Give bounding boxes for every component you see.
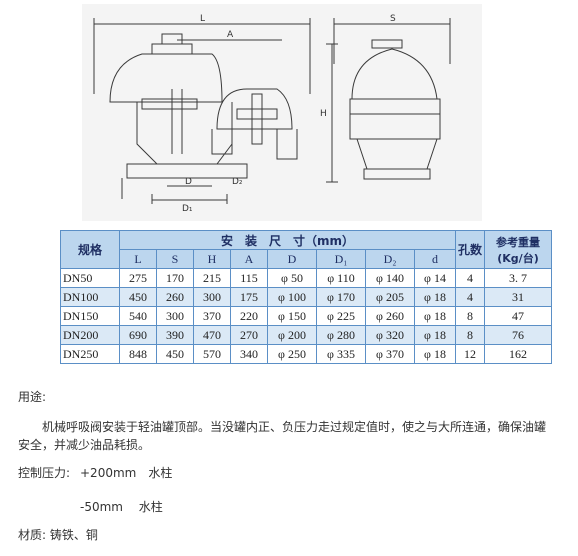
table-row: DN150 540 300 370 220 φ 150 φ 225 φ 260 … — [60, 306, 552, 326]
cell-d: φ 18 — [414, 325, 456, 345]
cell-model: DN100 — [60, 287, 120, 307]
spec-table: 规格 安 装 尺 寸（mm） 孔数 参考重量 (Kg/台) L S H A D … — [60, 230, 552, 364]
cell-S: 450 — [156, 344, 194, 364]
usage-label: 用途: — [18, 390, 47, 404]
cell-model: DN200 — [60, 325, 120, 345]
cell-D1: φ 170 — [316, 287, 366, 307]
label-D1: D₁ — [182, 204, 193, 214]
subheader-d: d — [414, 249, 456, 269]
cell-d: φ 14 — [414, 268, 456, 288]
cell-L: 540 — [119, 306, 157, 326]
cell-D2: φ 370 — [365, 344, 415, 364]
cell-H: 370 — [193, 306, 231, 326]
cell-holes: 8 — [455, 306, 485, 326]
side-dome — [351, 48, 438, 100]
header-model: 规格 — [60, 230, 120, 269]
cell-holes: 8 — [455, 325, 485, 345]
cell-D: φ 200 — [267, 325, 317, 345]
header-holes: 孔数 — [455, 230, 485, 269]
header-weight: 参考重量 (Kg/台) — [484, 230, 552, 269]
cell-D2: φ 140 — [365, 268, 415, 288]
cell-A: 220 — [230, 306, 268, 326]
cell-d: φ 18 — [414, 344, 456, 364]
cell-L: 450 — [119, 287, 157, 307]
cell-D2: φ 205 — [365, 287, 415, 307]
cell-d: φ 18 — [414, 306, 456, 326]
subheader-D1: D₁ — [316, 249, 366, 269]
label-H: H — [320, 109, 327, 119]
cell-D1: φ 110 — [316, 268, 366, 288]
cell-weight: 76 — [484, 325, 552, 345]
subheader-L: L — [119, 249, 157, 269]
cell-D2: φ 320 — [365, 325, 415, 345]
cell-L: 690 — [119, 325, 157, 345]
cell-holes: 4 — [455, 268, 485, 288]
valve-dome — [109, 53, 223, 103]
valve-drawing: L A S H D D₁ D₂ — [82, 4, 482, 221]
material-line: 材质: 铸铁、铜 — [18, 528, 98, 542]
cell-L: 275 — [119, 268, 157, 288]
cell-H: 300 — [193, 287, 231, 307]
cell-S: 260 — [156, 287, 194, 307]
subheader-D: D — [267, 249, 317, 269]
subheader-D2: D₂ — [365, 249, 415, 269]
label-D: D — [185, 177, 192, 187]
table-row: DN50 275 170 215 115 φ 50 φ 110 φ 140 φ … — [60, 268, 552, 288]
cell-D2: φ 260 — [365, 306, 415, 326]
cell-D: φ 100 — [267, 287, 317, 307]
valve-chamber — [216, 88, 293, 130]
cell-D1: φ 335 — [316, 344, 366, 364]
table-row: DN200 690 390 470 270 φ 200 φ 280 φ 320 … — [60, 325, 552, 345]
header-install-dims: 安 装 尺 寸（mm） — [119, 230, 456, 250]
cell-D: φ 250 — [267, 344, 317, 364]
cell-A: 270 — [230, 325, 268, 345]
cell-H: 570 — [193, 344, 231, 364]
table-row: DN100 450 260 300 175 φ 100 φ 170 φ 205 … — [60, 287, 552, 307]
bottom-flange — [126, 163, 248, 179]
cell-D1: φ 225 — [316, 306, 366, 326]
cell-weight: 47 — [484, 306, 552, 326]
cell-weight: 162 — [484, 344, 552, 364]
cell-D1: φ 280 — [316, 325, 366, 345]
cell-holes: 4 — [455, 287, 485, 307]
table-row: DN250 848 450 570 340 φ 250 φ 335 φ 370 … — [60, 344, 552, 364]
cell-A: 115 — [230, 268, 268, 288]
label-S: S — [390, 14, 396, 24]
cell-L: 848 — [119, 344, 157, 364]
label-D2: D₂ — [232, 177, 243, 187]
label-L: L — [200, 14, 205, 24]
cell-S: 170 — [156, 268, 194, 288]
side-body — [349, 98, 441, 140]
cell-H: 215 — [193, 268, 231, 288]
cell-model: DN250 — [60, 344, 120, 364]
subheader-S: S — [156, 249, 194, 269]
cell-D: φ 150 — [267, 306, 317, 326]
cell-D: φ 50 — [267, 268, 317, 288]
cell-H: 470 — [193, 325, 231, 345]
cell-model: DN150 — [60, 306, 120, 326]
cell-weight: 3. 7 — [484, 268, 552, 288]
cell-d: φ 18 — [414, 287, 456, 307]
cell-model: DN50 — [60, 268, 120, 288]
cell-A: 340 — [230, 344, 268, 364]
usage-line-2: 安全，并减少油品耗损。 — [18, 438, 151, 452]
usage-line-1: 机械呼吸阀安装于轻油罐顶部。当没罐内正、负压力走过规定值时，使之与大所连通，确保… — [42, 420, 547, 434]
valve-drawing-svg: L A S H D D₁ D₂ — [93, 14, 451, 214]
pressure-positive: +200mm 水柱 — [80, 466, 173, 480]
cell-S: 390 — [156, 325, 194, 345]
subheader-H: H — [193, 249, 231, 269]
pressure-label: 控制压力: — [18, 466, 71, 480]
subheader-A: A — [230, 249, 268, 269]
label-A: A — [227, 30, 234, 40]
cell-A: 175 — [230, 287, 268, 307]
cell-S: 300 — [156, 306, 194, 326]
cell-weight: 31 — [484, 287, 552, 307]
pressure-negative: -50mm 水柱 — [80, 500, 163, 514]
cell-holes: 12 — [455, 344, 485, 364]
